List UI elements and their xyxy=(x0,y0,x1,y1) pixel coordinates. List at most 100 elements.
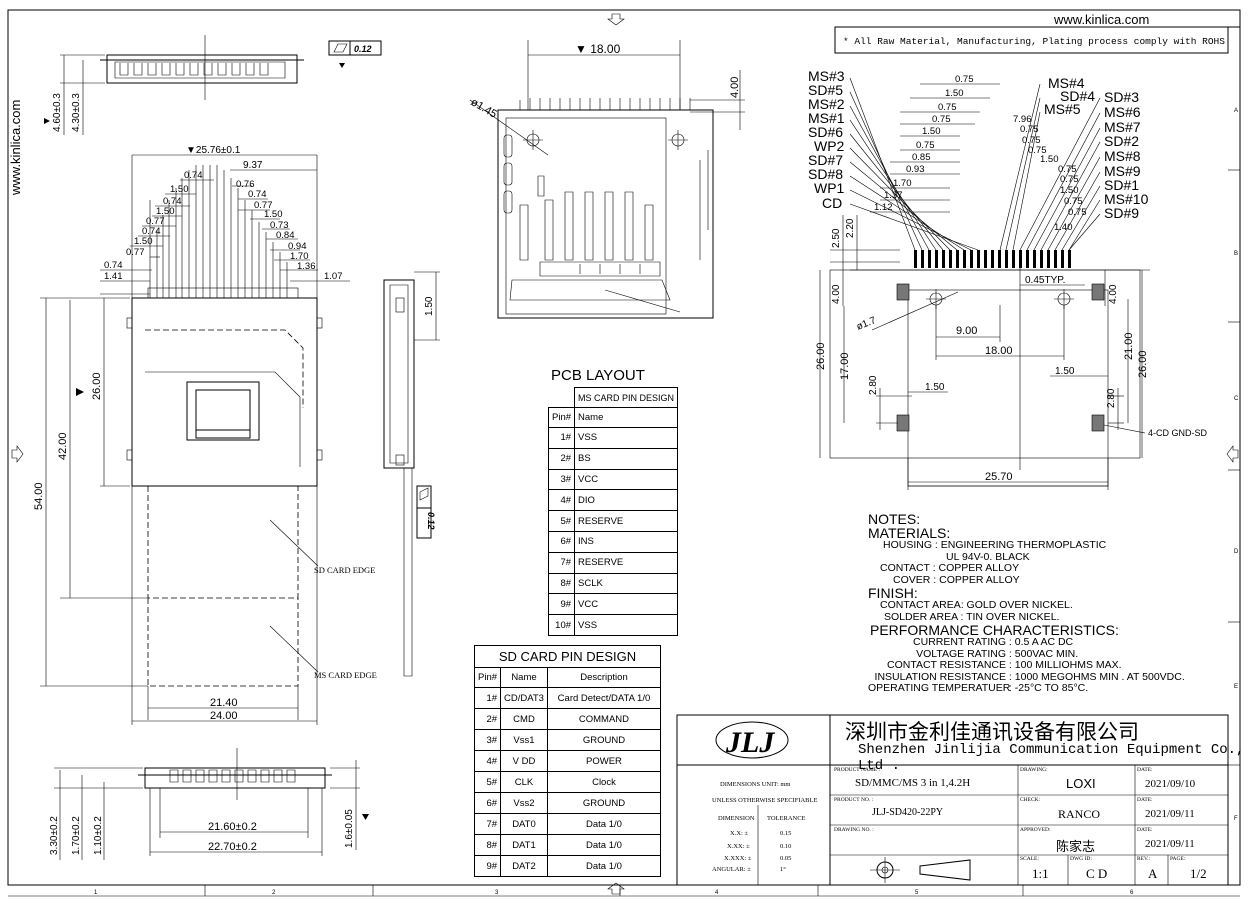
pcb-dim-18-00: 18.00 xyxy=(985,345,1013,357)
pcb-dim-2-80-right: 2.80 xyxy=(1106,388,1117,408)
hole-1-45: ø1.45 xyxy=(469,96,499,120)
ms-pin: 6# xyxy=(547,530,576,553)
sd-pin-name: V DD xyxy=(500,750,548,772)
cover-key: COVER : xyxy=(893,573,937,586)
finish-heading: FINISH: xyxy=(868,585,918,601)
ms-pin: 4# xyxy=(547,489,576,512)
contact-key: CONTACT : xyxy=(880,562,936,574)
ms-pin-name: VSS xyxy=(574,614,679,636)
col-2: 2 xyxy=(272,890,276,896)
ms-pin-name: SCLK xyxy=(574,572,679,595)
sd-pin-description: POWER xyxy=(546,750,661,772)
dim-21-40: 21.40 xyxy=(210,697,238,709)
pcb-pitch-19: 0.75 xyxy=(1064,196,1083,207)
ms-table-title: MS CARD PIN DESIGN xyxy=(574,387,679,408)
sd-pin-description: Data 1/0 xyxy=(546,834,661,856)
spec-value: 100 MILLIOHMS MAX. xyxy=(1014,659,1122,671)
pcb-pitch-6: 0.75 xyxy=(916,140,935,151)
spec-key: CURRENT RATING xyxy=(913,636,1006,648)
pitch-0-77b: 0.73 xyxy=(270,220,289,231)
frame-row-ticks: A B C D E F xyxy=(1228,108,1240,822)
pcb-dim-1-50-left: 1.50 xyxy=(925,382,945,393)
pcb-pitch-5: 1.50 xyxy=(922,126,941,137)
label-ms10: MS#10 xyxy=(1104,191,1149,207)
dim-25-76: ▼25.76±0.1 xyxy=(186,145,241,156)
row-e: E xyxy=(1234,684,1238,690)
label-sd7: SD#7 xyxy=(808,152,843,168)
plan-view: ▼25.76±0.1 9.37 0.74 0.76 1.50 0.74 xyxy=(33,145,377,725)
ms-row: 6#INS xyxy=(547,530,679,553)
rohs-box xyxy=(834,26,1229,54)
label-sd8: SD#8 xyxy=(808,166,843,182)
pcb-pitch-8: 0.93 xyxy=(906,164,925,175)
sd-pin-name: DAT2 xyxy=(500,855,548,877)
label-ms7: MS#7 xyxy=(1104,119,1141,135)
pcb-dim-17-00: 17.00 xyxy=(839,352,851,380)
pcb-layout: MS#3 SD#5 MS#2 MS#1 SD#6 WP2 SD#7 SD#8 W… xyxy=(808,68,1208,490)
pitch-0-74d: 0.84 xyxy=(276,230,295,241)
pitch-0-77c: 1.70 xyxy=(290,251,309,262)
pitch-0-73: 0.74 xyxy=(142,226,161,237)
spec-row: INSULATION RESISTANCE : 1000 MEGOHMS MIN… xyxy=(868,671,1228,684)
pitch-0-76: 0.76 xyxy=(236,179,255,190)
pad-hatched-tr xyxy=(1091,283,1105,301)
pad-hatched-tl xyxy=(896,283,910,301)
pitch-0-77a: 1.50 xyxy=(156,206,175,217)
dim-1-10: 1.10±0.2 xyxy=(93,816,104,855)
sd-pin-name: Vss1 xyxy=(500,729,548,751)
dim-42: 42.00 xyxy=(57,432,69,460)
col-4: 4 xyxy=(715,890,719,896)
col-5: 5 xyxy=(915,890,919,896)
ms-row: 10#VSS xyxy=(547,614,679,636)
ms-card-edge-label: MS CARD EDGE xyxy=(314,670,377,680)
sd-pin-name: CMD xyxy=(500,708,548,730)
pcb-pitch-13: 0.75 xyxy=(1022,135,1041,146)
pcb-dim-21-00: 21.00 xyxy=(1123,332,1135,360)
pcb-pitch-17: 0.75 xyxy=(1060,174,1079,185)
label-sd3: SD#3 xyxy=(1104,89,1139,105)
svg-text:JLJ: JLJ xyxy=(725,726,775,759)
pcb-dim-0-45typ: 0.45TYP. xyxy=(1025,275,1065,286)
dim-4-00-iso: 4.00 xyxy=(729,77,741,98)
spec-row: OPERATING TEMPERATUER : -25°C TO 85°C. xyxy=(868,682,1089,694)
label-ms9: MS#9 xyxy=(1104,163,1141,179)
pcb-pitch-4: 0.75 xyxy=(932,114,951,125)
ms-pin-name: VCC xyxy=(574,468,679,491)
ms-row: 5#RESERVE xyxy=(547,510,679,532)
label-ms2: MS#2 xyxy=(808,96,845,112)
dim-9-37: 9.37 xyxy=(243,160,263,171)
housing-value: ENGINEERING THERMOPLASTIC xyxy=(940,539,1107,551)
pcb-dim-26-right: 26.00 xyxy=(1137,350,1149,378)
center-marker-arrows xyxy=(11,13,1239,895)
sd-pin: 6# xyxy=(473,792,502,814)
pcb-pitch-12: 0.75 xyxy=(1020,124,1039,135)
ms-row: 8#SCLK xyxy=(547,572,679,595)
pitch-0-74e: 1.36 xyxy=(297,261,316,272)
ms-pin-name: VCC xyxy=(574,593,679,616)
performance-heading: PERFORMANCE CHARACTERISTICS: xyxy=(870,622,1119,638)
sd-pin-description: Card Detect/DATA 1/0 xyxy=(546,687,661,709)
ms-pin: 10# xyxy=(547,614,576,636)
pcb-pitch-10: 1.37 xyxy=(884,190,903,201)
pcb-dim-4-00-right: 4.00 xyxy=(1108,284,1119,304)
pitch-1-70: 0.74 xyxy=(104,260,123,271)
pcb-dim-2-80-left: 2.80 xyxy=(868,375,879,395)
sd-pin-description: Data 1/0 xyxy=(546,813,661,835)
top-side-view: 4.60±0.3 4.30±0.3 xyxy=(44,35,304,135)
label-wp1: WP1 xyxy=(814,180,845,196)
sd-pin-description: Data 1/0 xyxy=(546,855,661,877)
pcb-pitch-15: 1.50 xyxy=(1040,154,1059,165)
pitch-1-41: 1.07 xyxy=(324,271,343,282)
dim-4-60: 4.60±0.3 xyxy=(52,93,63,132)
sd-pin-name: CD/DAT3 xyxy=(500,687,548,709)
pcb-dim-2-20: 2.20 xyxy=(845,218,856,238)
ms-row: 3#VCC xyxy=(547,468,679,491)
